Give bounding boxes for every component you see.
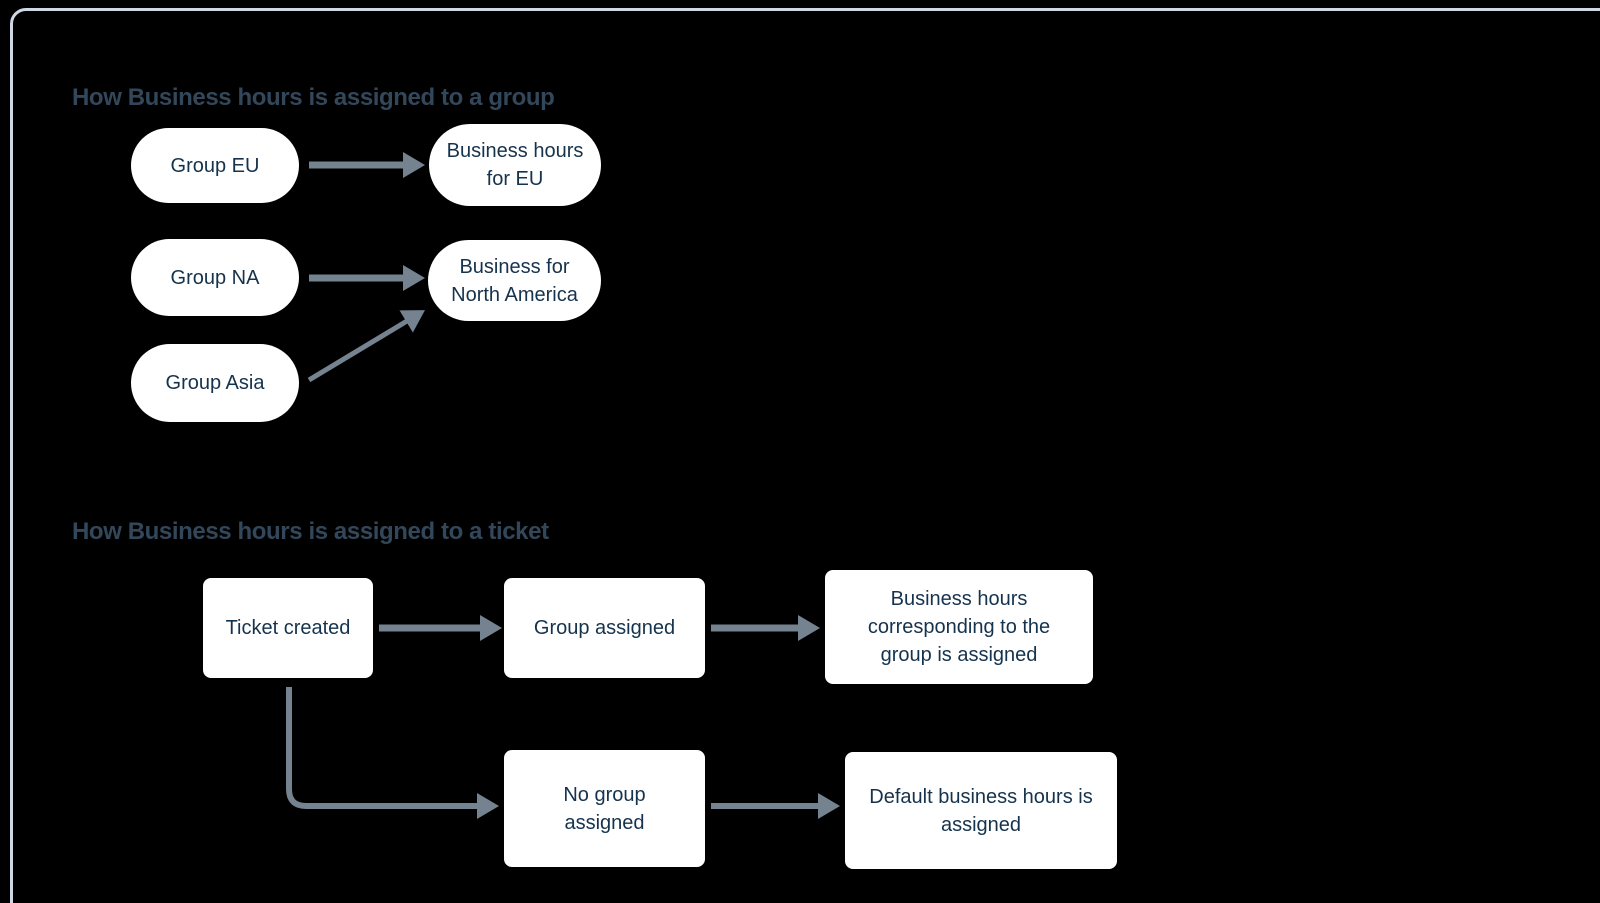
node-group-asia: Group Asia [131,344,299,422]
node-label: Group EU [170,154,260,177]
node-label: Business hours for EU [446,140,584,190]
node-group-eu: Group EU [131,128,299,203]
node-label: Group Asia [165,372,265,394]
node-no-group-assigned: No group assigned [504,750,705,867]
arrow-ticket-to-no-group-elbow [286,687,499,819]
node-business-hours-corresponding: Business hours corresponding to the grou… [825,570,1093,684]
node-label: Business hours corresponding to the grou… [867,588,1051,666]
node-business-north-america: Business for North America [428,240,601,321]
node-group-assigned: Group assigned [504,578,705,678]
node-label: Group NA [170,266,260,289]
section-title-group: How Business hours is assigned to a grou… [72,84,555,111]
arrow-group-asia-to-b-na [307,310,425,383]
node-default-business-hours: Default business hours is assigned [845,752,1117,869]
node-business-hours-eu: Business hours for EU [429,124,601,206]
node-label: Group assigned [533,617,676,639]
content-frame-border [10,8,1600,903]
node-label: Business for North America [451,255,578,306]
node-ticket-created: Ticket created [203,578,373,678]
node-label: No group assigned [563,783,646,834]
section-title-ticket: How Business hours is assigned to a tick… [72,518,549,545]
node-group-na: Group NA [131,239,299,316]
node-label: Ticket created [225,617,351,639]
node-label: Default business hours is assigned [869,785,1093,836]
